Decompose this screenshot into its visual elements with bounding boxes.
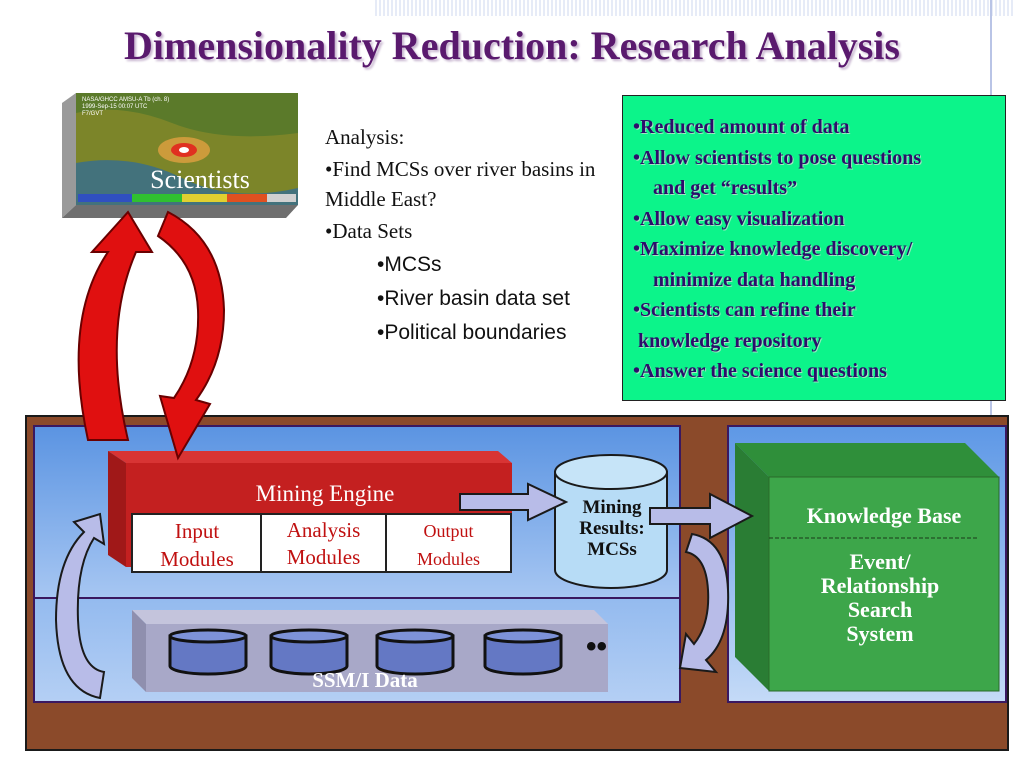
image-caption-3: F7/GVT — [82, 111, 103, 117]
benefits-box: •Reduced amount of data •Allow scientist… — [622, 95, 1006, 401]
ocean-region — [76, 160, 298, 205]
search-system-line4: System — [846, 621, 914, 646]
search-system-line2: Relationship — [820, 573, 940, 598]
knowledge-base-block — [735, 443, 1000, 692]
mining-results-line2: Results: — [579, 518, 645, 539]
ssmi-ellipsis: •• — [586, 630, 608, 663]
mining-results-label: Mining Results: MCSs — [555, 497, 669, 560]
analysis-heading: Analysis: — [325, 125, 405, 149]
analysis-text: Analysis: •Find MCSs over river basins i… — [325, 120, 615, 350]
ssmi-top — [132, 610, 608, 624]
satellite-image-block: NASA/GHCC AMSU-A Tb (ch. 8) 1999-Sep-15 … — [62, 93, 298, 218]
input-modules-line2: Modules — [160, 547, 234, 571]
mining-results-line3: MCSs — [587, 539, 637, 560]
search-system-label: Event/ Relationship Search System — [770, 550, 990, 646]
benefit-item: •Allow easy visualization — [633, 207, 845, 230]
search-system-line1: Event/ — [849, 549, 911, 574]
ssmi-label: SSM/I Data — [312, 668, 418, 692]
benefit-item: •Answer the science questions — [633, 360, 887, 382]
output-modules-line2: Modules — [417, 549, 480, 569]
benefit-item: •Allow scientists to pose questions — [633, 146, 922, 169]
mining-engine-label: Mining Engine — [255, 481, 395, 506]
ssmi-side — [132, 610, 146, 692]
output-modules-box: Output Modules — [385, 513, 512, 573]
decorative-band — [375, 0, 1015, 16]
dataset-item: •Political boundaries — [377, 321, 567, 344]
data-disk-icon — [269, 628, 349, 676]
knowledge-base-front — [768, 476, 1000, 692]
storm-eye — [179, 147, 189, 153]
mining-engine-top — [108, 451, 512, 463]
benefit-item: knowledge repository — [633, 329, 822, 352]
analysis-bullet: •Find MCSs over river basins in Middle E… — [325, 157, 596, 211]
red-cycle-arrow-right — [156, 210, 226, 461]
image-frame-bottom-bevel — [62, 205, 298, 218]
lavender-curve-arrow-right — [678, 532, 730, 674]
knowledge-base-side — [735, 443, 769, 691]
arrow-engine-to-results — [459, 482, 569, 522]
cylinder-top — [554, 454, 668, 490]
image-caption-2: 1999-Sep-15 00:07 UTC — [82, 104, 148, 110]
arrow-results-to-knowledge — [649, 492, 755, 540]
lavender-curve-arrow-left — [54, 512, 106, 700]
data-disk-icon — [168, 628, 248, 676]
benefit-item: •Scientists can refine their — [633, 299, 856, 321]
benefit-item: •Maximize knowledge discovery/ — [633, 238, 913, 260]
analysis-modules-box: Analysis Modules — [260, 513, 387, 573]
dataset-item: •River basin data set — [377, 287, 570, 310]
benefit-item: minimize data handling — [633, 268, 856, 291]
mining-engine-side — [108, 451, 126, 567]
image-caption-1: NASA/GHCC AMSU-A Tb (ch. 8) — [82, 97, 169, 103]
data-disk-icon — [375, 628, 455, 676]
analysis-modules-line1: Analysis — [286, 518, 361, 542]
cylinder-body — [554, 471, 668, 589]
search-system-line3: Search — [847, 597, 913, 622]
benefit-item: and get “results” — [633, 177, 798, 199]
dataset-item: •MCSs — [377, 253, 442, 276]
mining-results-cylinder — [554, 454, 668, 589]
output-modules-line1: Output — [423, 521, 474, 541]
analysis-bullet: •Data Sets — [325, 219, 413, 243]
analysis-modules-line2: Modules — [286, 545, 361, 569]
red-cycle-arrow-left — [77, 210, 154, 441]
input-modules-box: Input Modules — [131, 513, 263, 573]
ssmi-disks — [168, 628, 563, 676]
input-modules-line1: Input — [174, 519, 220, 543]
mining-results-line1: Mining — [582, 497, 642, 518]
image-frame-left-bevel — [62, 93, 76, 218]
benefit-item: •Reduced amount of data — [633, 116, 850, 138]
data-disk-icon — [483, 628, 563, 676]
knowledge-base-label: Knowledge Base — [806, 503, 962, 528]
knowledge-base-top — [735, 443, 999, 477]
scientists-label: Scientists — [150, 165, 250, 194]
slide-title: Dimensionality Reduction: Research Analy… — [124, 23, 900, 68]
